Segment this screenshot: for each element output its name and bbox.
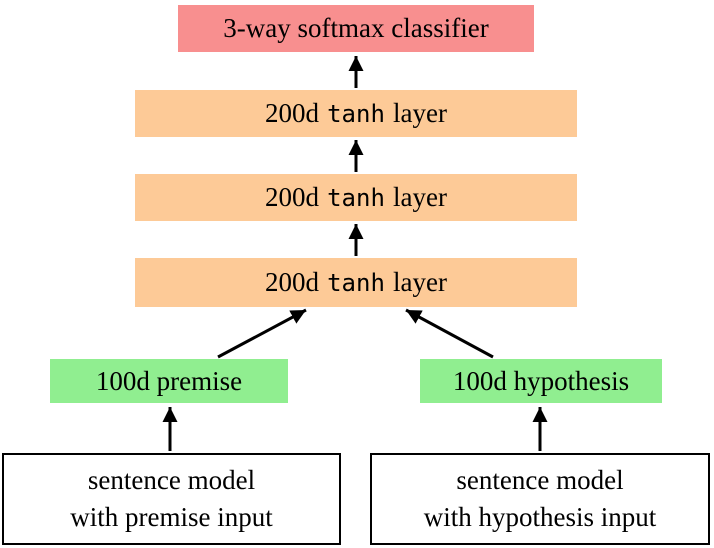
classifier-box: 3-way softmax classifier [178, 5, 534, 52]
arrow-hypothesis-to-hidden3 [405, 308, 494, 359]
premise-sentence-model-box: sentence model with premise input [2, 453, 341, 545]
premise-embedding-label: 100d premise [95, 365, 243, 396]
classifier-label: 3-way softmax classifier [223, 13, 489, 44]
hypothesis-embedding-box: 100d hypothesis [420, 359, 662, 403]
premise-sentence-model-line2: with premise input [70, 502, 273, 532]
hypothesis-sentence-model-line1: sentence model [456, 465, 624, 495]
tanh-code-text: tanh [327, 269, 385, 298]
premise-embedding-box: 100d premise [50, 359, 288, 403]
arrow-premise-to-hidden3 [217, 308, 307, 359]
tanh-code-text: tanh [327, 100, 385, 129]
hypothesis-embedding-label: 100d hypothesis [452, 365, 630, 396]
hypothesis-sentence-model-line2: with hypothesis input [423, 502, 657, 532]
premise-sentence-model-line1: sentence model [87, 465, 256, 495]
tanh-code-text: tanh [327, 184, 385, 213]
hypothesis-sentence-model-box: sentence model with hypothesis input [370, 453, 710, 545]
